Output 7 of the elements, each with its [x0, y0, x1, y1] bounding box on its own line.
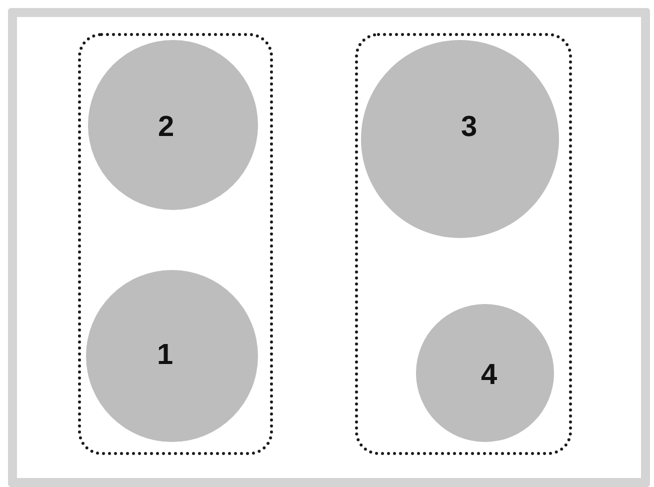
dotted-zone: [78, 33, 273, 455]
outer-frame: [8, 8, 650, 487]
burner-number: 1: [157, 340, 174, 370]
burner-number: 4: [481, 360, 498, 390]
dotted-zone: [355, 33, 572, 455]
burner-number: 3: [461, 112, 478, 142]
burner-number: 2: [158, 112, 174, 142]
